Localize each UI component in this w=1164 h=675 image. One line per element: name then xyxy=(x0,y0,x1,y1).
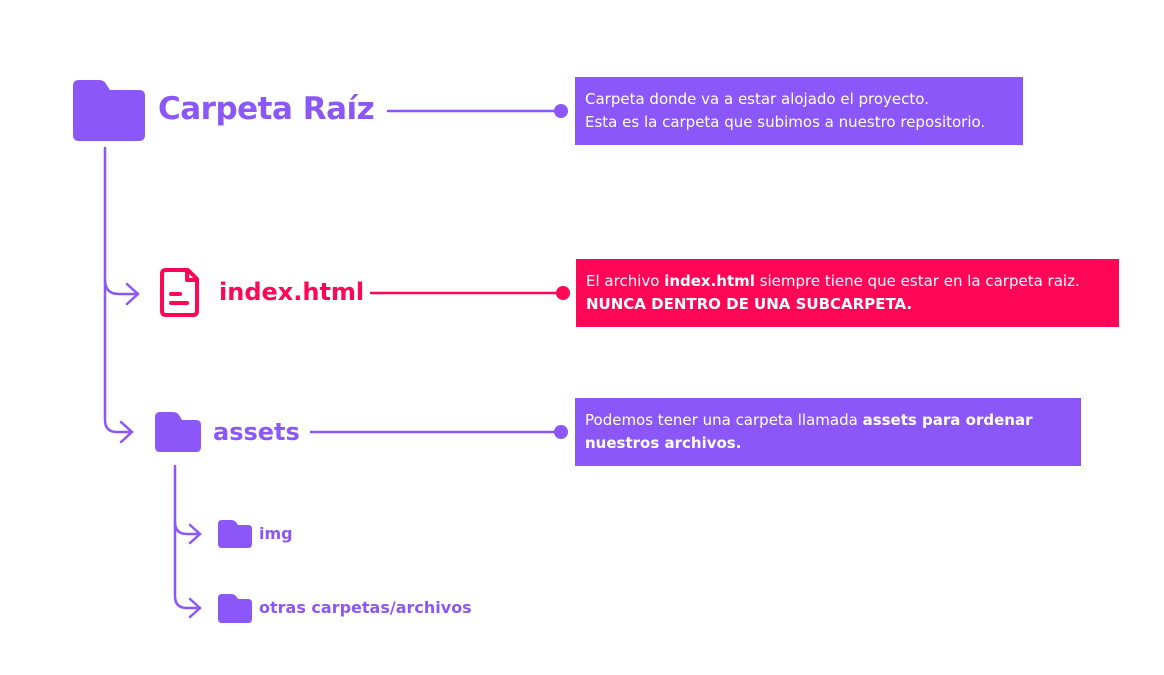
arrowhead-otras xyxy=(188,597,202,619)
root-folder-icon xyxy=(73,80,145,141)
assets-note-line-2: nuestros archivos. xyxy=(585,434,742,452)
otras-folder-icon xyxy=(218,594,252,623)
index-note: El archivo index.html siempre tiene que … xyxy=(576,259,1119,327)
assets-note: Podemos tener una carpeta llamada assets… xyxy=(575,398,1081,466)
index-pointer-dot xyxy=(556,286,570,300)
arrowhead-assets xyxy=(119,420,134,444)
branch-to-index xyxy=(103,278,140,296)
assets-folder-label: assets xyxy=(213,418,300,446)
root-note-line-1: Carpeta donde va a estar alojado el proy… xyxy=(585,90,929,108)
root-tree-connector xyxy=(103,146,134,434)
root-folder-label: Carpeta Raíz xyxy=(158,91,375,127)
arrowhead-index xyxy=(125,282,140,306)
branch-to-img xyxy=(173,520,202,536)
img-folder-label: img xyxy=(259,524,293,543)
index-note-text-pre: El archivo xyxy=(586,272,665,290)
index-note-text-post: siempre tiene que estar en la carpeta ra… xyxy=(754,272,1080,290)
index-note-text-bold: index.html xyxy=(664,272,755,290)
index-file-label: index.html xyxy=(219,278,365,306)
arrowhead-img xyxy=(188,523,202,545)
file-icon xyxy=(160,268,199,317)
assets-note-text-bold: assets para ordenar xyxy=(862,411,1033,429)
root-note-line-2: Esta es la carpeta que subimos a nuestro… xyxy=(585,113,986,131)
otras-folder-label: otras carpetas/archivos xyxy=(259,598,472,617)
assets-folder-icon xyxy=(155,412,201,452)
assets-note-line-1: Podemos tener una carpeta llamada assets… xyxy=(585,409,1071,432)
root-pointer-dot xyxy=(554,104,568,118)
assets-note-text-pre: Podemos tener una carpeta llamada xyxy=(585,411,863,429)
index-note-warning: NUNCA DENTRO DE UNA SUBCARPETA. xyxy=(586,295,913,313)
img-folder-icon xyxy=(218,520,252,548)
index-note-line-1: El archivo index.html siempre tiene que … xyxy=(586,270,1109,293)
assets-pointer-dot xyxy=(554,425,568,439)
root-note: Carpeta donde va a estar alojado el proy… xyxy=(575,77,1023,145)
assets-tree-connector xyxy=(173,464,202,610)
